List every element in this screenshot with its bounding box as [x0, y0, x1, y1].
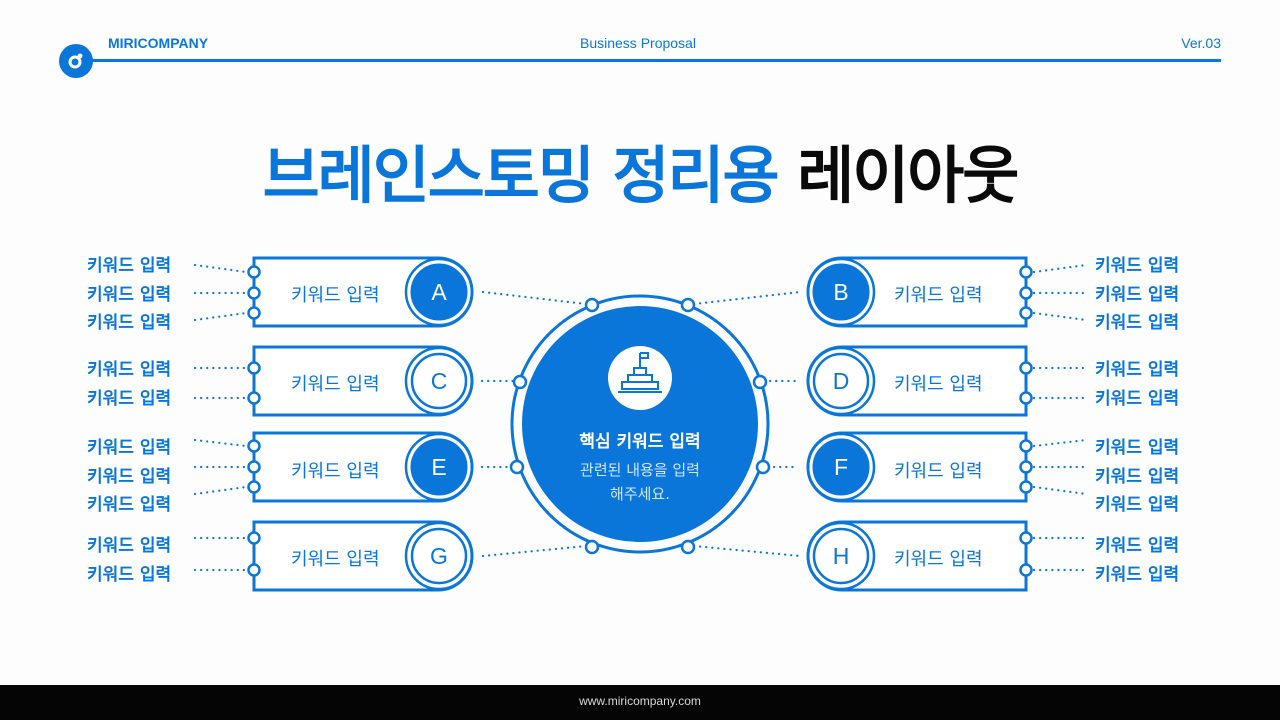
box-a-label: 키워드 입력: [291, 285, 380, 306]
keyword-f-2: 키워드 입력: [1095, 467, 1180, 487]
badge-b: B: [833, 279, 849, 305]
box-b-label: 키워드 입력: [894, 285, 983, 306]
keyword-a-3: 키워드 입력: [87, 313, 172, 333]
box-e-label: 키워드 입력: [291, 461, 380, 482]
keyword-g-2: 키워드 입력: [87, 565, 172, 585]
keyword-d-2: 키워드 입력: [1095, 389, 1180, 409]
page-title: 브레인스토밍 정리용 레이아웃: [0, 125, 1280, 215]
keyword-f-3: 키워드 입력: [1095, 495, 1180, 515]
keyword-d-1: 키워드 입력: [1095, 360, 1180, 380]
keyword-e-1: 키워드 입력: [87, 438, 172, 458]
box-d-label: 키워드 입력: [894, 374, 983, 395]
badge-c: C: [430, 368, 448, 394]
center-keyword-title: 핵심 키워드 입력: [579, 432, 701, 452]
box-g-label: 키워드 입력: [291, 549, 380, 570]
center-circle: [522, 306, 758, 542]
version-label: Ver.03: [1181, 35, 1221, 51]
center-desc-line2: 해주세요.: [610, 485, 670, 503]
keyword-a-2: 키워드 입력: [87, 285, 172, 305]
footer-url: www.miricompany.com: [579, 694, 701, 708]
document-type: Business Proposal: [580, 35, 696, 51]
keyword-c-1: 키워드 입력: [87, 360, 172, 380]
badge-a: A: [431, 279, 447, 305]
center-icon-bg: [608, 346, 672, 410]
badge-d: D: [832, 368, 850, 394]
footer-bar: www.miricompany.com: [0, 685, 1280, 720]
box-c-label: 키워드 입력: [291, 374, 380, 395]
badge-h: H: [832, 543, 850, 569]
center-description: 관련된 내용을 입력 해주세요.: [520, 458, 760, 506]
keyword-f-1: 키워드 입력: [1095, 438, 1180, 458]
keyword-b-3: 키워드 입력: [1095, 313, 1180, 333]
title-blue-part: 브레인스토밍 정리용: [262, 139, 780, 212]
keyword-a-1: 키워드 입력: [87, 256, 172, 276]
keyword-g-1: 키워드 입력: [87, 536, 172, 556]
keyword-e-2: 키워드 입력: [87, 467, 172, 487]
title-black-part: 레이아웃: [797, 139, 1019, 212]
logo: [59, 44, 93, 78]
center-desc-line1: 관련된 내용을 입력: [580, 461, 700, 479]
keyword-b-2: 키워드 입력: [1095, 285, 1180, 305]
badge-e: E: [431, 454, 447, 480]
badge-f: F: [833, 454, 849, 480]
center-outer-ring: [510, 294, 770, 554]
miri-logo-icon: [68, 53, 83, 69]
box-h-label: 키워드 입력: [894, 549, 983, 570]
header-divider: [75, 59, 1221, 62]
keyword-b-1: 키워드 입력: [1095, 256, 1180, 276]
box-f-label: 키워드 입력: [894, 461, 983, 482]
podium-flag-icon: [618, 352, 662, 393]
badge-g: G: [430, 543, 448, 569]
brand-name: MIRICOMPANY: [108, 35, 209, 51]
keyword-h-2: 키워드 입력: [1095, 565, 1180, 585]
keyword-h-1: 키워드 입력: [1095, 536, 1180, 556]
keyword-e-3: 키워드 입력: [87, 495, 172, 515]
keyword-c-2: 키워드 입력: [87, 389, 172, 409]
